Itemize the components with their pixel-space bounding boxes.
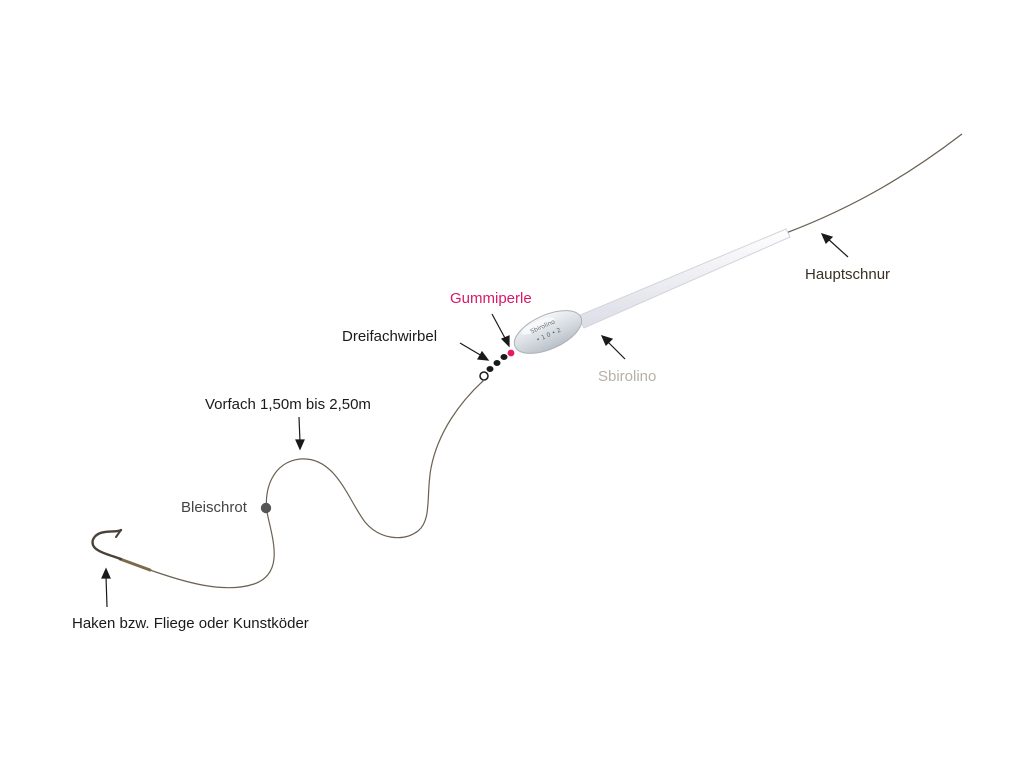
label-hauptschnur: Hauptschnur — [805, 266, 891, 283]
label-sbirolino: Sbirolino — [598, 368, 657, 385]
sbirolino-stem — [577, 228, 791, 329]
arrow-haken — [101, 567, 111, 608]
sbirolino-body: Sbirolino • 1 0 • 2 — [513, 310, 583, 354]
main-line — [785, 133, 963, 234]
label-haken: Haken bzw. Fliege oder Kunstköder — [72, 615, 309, 632]
leader-line — [149, 379, 485, 589]
label-vorfach: Vorfach 1,50m bis 2,50m — [205, 396, 371, 413]
arrow-dreifachwirbel — [459, 342, 490, 361]
rubber-bead — [507, 349, 515, 357]
split-shot-sinker — [260, 502, 272, 514]
label-gummiperle: Gummiperle — [450, 290, 532, 307]
hook-icon — [91, 528, 152, 572]
arrow-vorfach — [295, 416, 305, 451]
arrow-sbirolino — [600, 335, 626, 360]
arrow-hauptschnur — [820, 233, 849, 258]
label-dreifachwirbel: Dreifachwirbel — [342, 328, 438, 345]
label-bleischrot: Bleischrot — [181, 499, 247, 516]
arrow-gummiperle — [491, 313, 510, 348]
